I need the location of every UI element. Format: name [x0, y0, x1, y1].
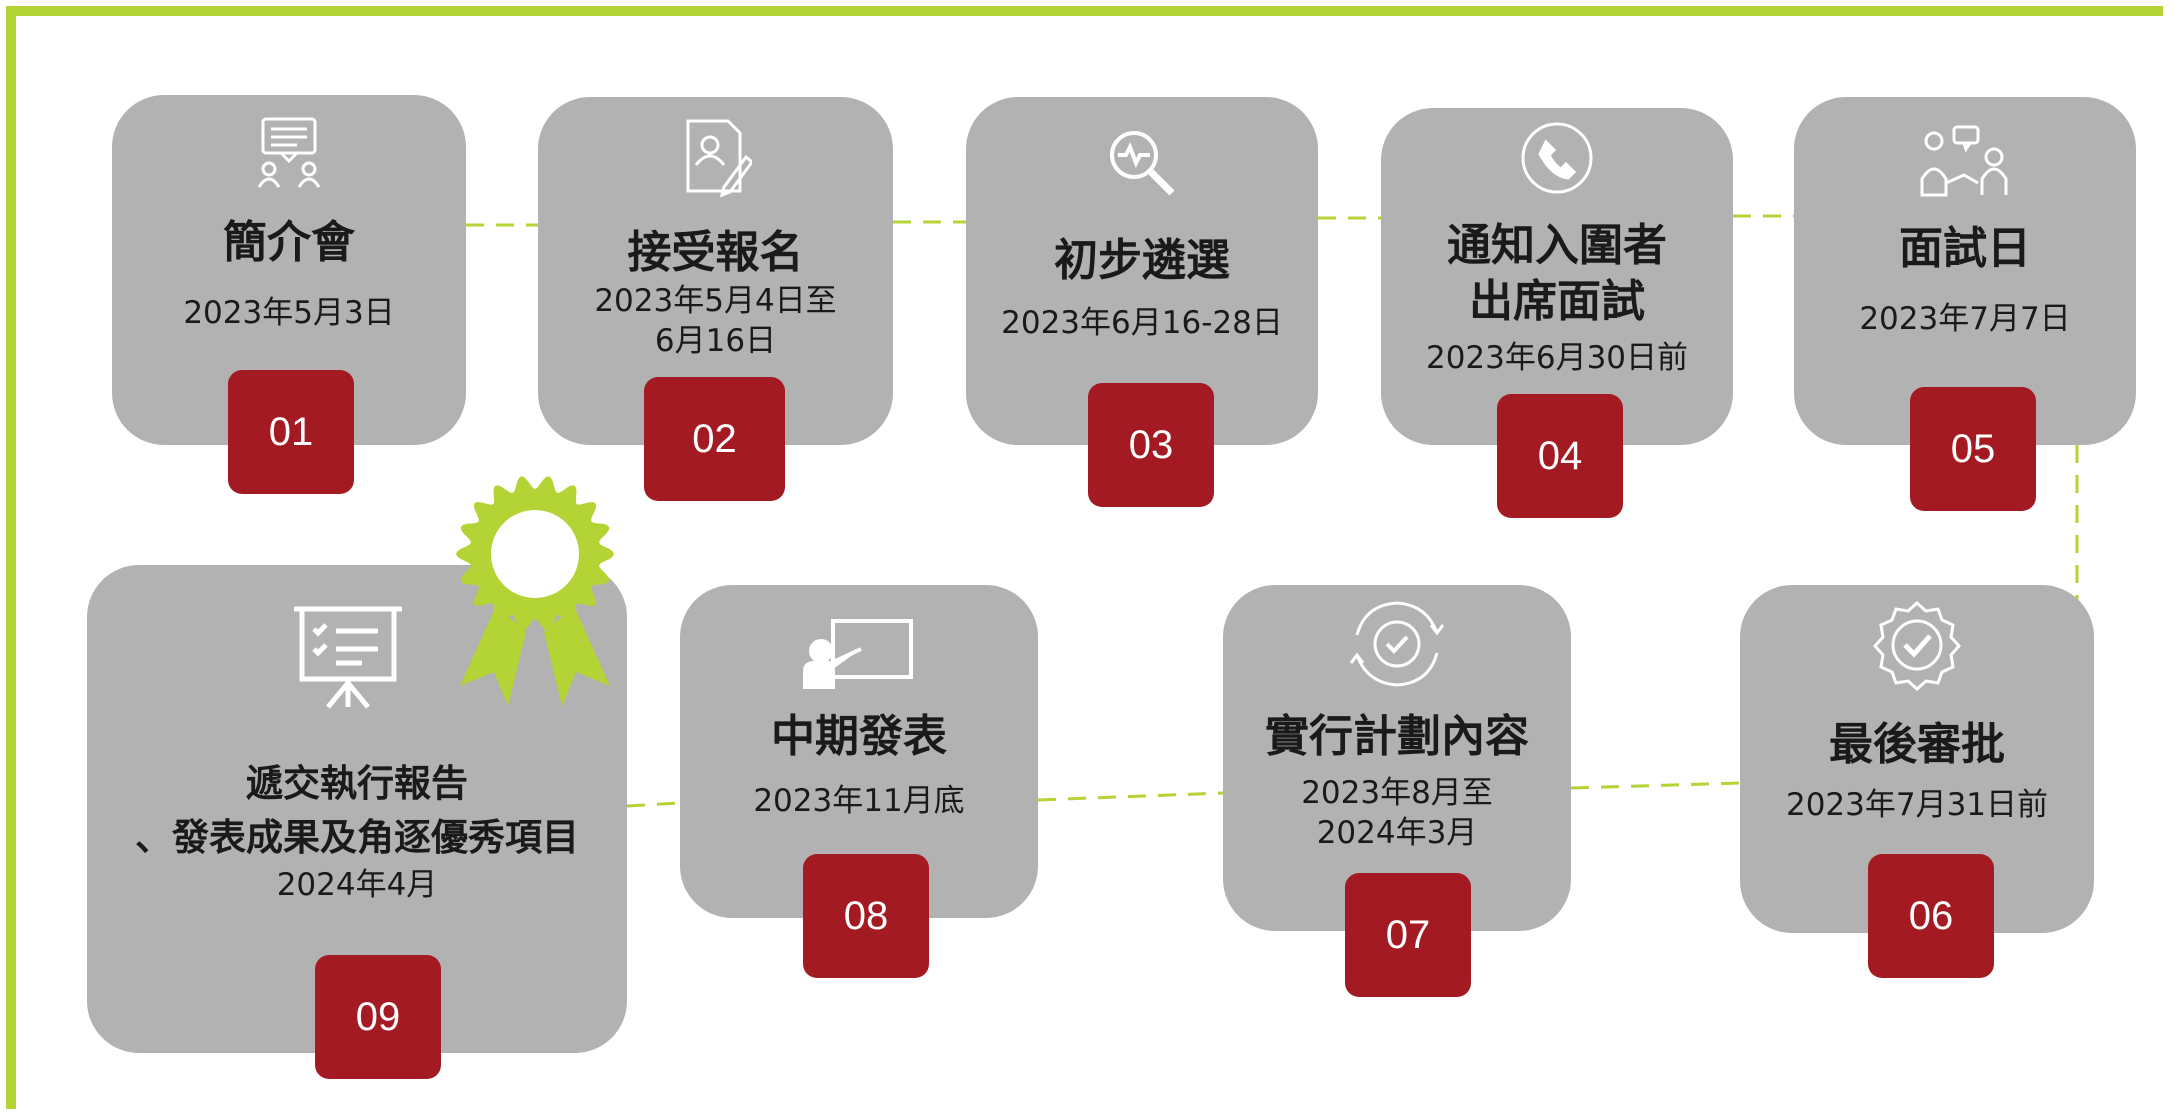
step-title: 接受報名: [627, 227, 804, 278]
step-number-badge: 06: [1868, 854, 1994, 978]
step-title: 實行計劃內容: [1265, 711, 1529, 762]
interview-people-icon: [1920, 123, 2010, 199]
teacher-board-icon: [803, 617, 915, 691]
step-number-badge: 04: [1497, 394, 1623, 518]
step-card-09: 遞交執行報告 、發表成果及角逐優秀項目 2024年4月: [87, 565, 627, 1053]
step-number-badge: 05: [1910, 387, 2036, 511]
step-card-07: 實行計劃內容 2023年8月至 2024年3月: [1223, 585, 1571, 931]
step-title: 初步遴選: [1054, 235, 1230, 286]
award-ribbon-icon: [456, 476, 614, 706]
step-number-badge: 09: [315, 955, 441, 1079]
step-number-badge: 07: [1345, 873, 1471, 997]
presentation-chat-icon: [253, 115, 325, 191]
step-title: 最後審批: [1829, 719, 2005, 770]
step-card-08: 中期發表 2023年11月底: [680, 585, 1038, 918]
step-date: 2023年11月底: [753, 783, 965, 819]
presentation-board-icon: [292, 603, 404, 709]
step-title: 中期發表: [771, 711, 947, 762]
application-form-icon: [680, 117, 752, 197]
step-number-badge: 01: [228, 370, 354, 494]
step-title: 面試日: [1899, 223, 2031, 274]
step-date: 2023年8月至 2024年3月: [1301, 775, 1493, 851]
step-title: 簡介會: [223, 217, 355, 268]
step-number-badge: 03: [1088, 383, 1214, 507]
phone-icon: [1519, 120, 1595, 196]
step-date: 2023年5月4日至 6月16日: [594, 283, 837, 359]
page-frame: [6, 6, 2163, 1109]
step-date: 2023年6月30日前: [1425, 340, 1689, 376]
magnifier-analysis-icon: [1106, 127, 1178, 199]
step-title: 遞交執行報告 、發表成果及角逐優秀項目: [135, 762, 579, 859]
approval-badge-icon: [1871, 599, 1963, 691]
step-date: 2023年7月7日: [1859, 301, 2071, 337]
step-number-badge: 08: [803, 854, 929, 978]
step-title: 通知入圍者 出席面試: [1447, 220, 1667, 327]
step-date: 2024年4月: [276, 867, 438, 903]
gear-check-icon: [1347, 599, 1447, 689]
step-number-badge: 02: [644, 377, 785, 501]
step-card-04: 通知入圍者 出席面試 2023年6月30日前: [1381, 108, 1733, 445]
step-card-05: 面試日 2023年7月7日: [1794, 97, 2136, 445]
step-date: 2023年6月16-28日: [1001, 305, 1283, 341]
step-date: 2023年5月3日: [183, 295, 395, 331]
step-date: 2023年7月31日前: [1785, 787, 2049, 823]
